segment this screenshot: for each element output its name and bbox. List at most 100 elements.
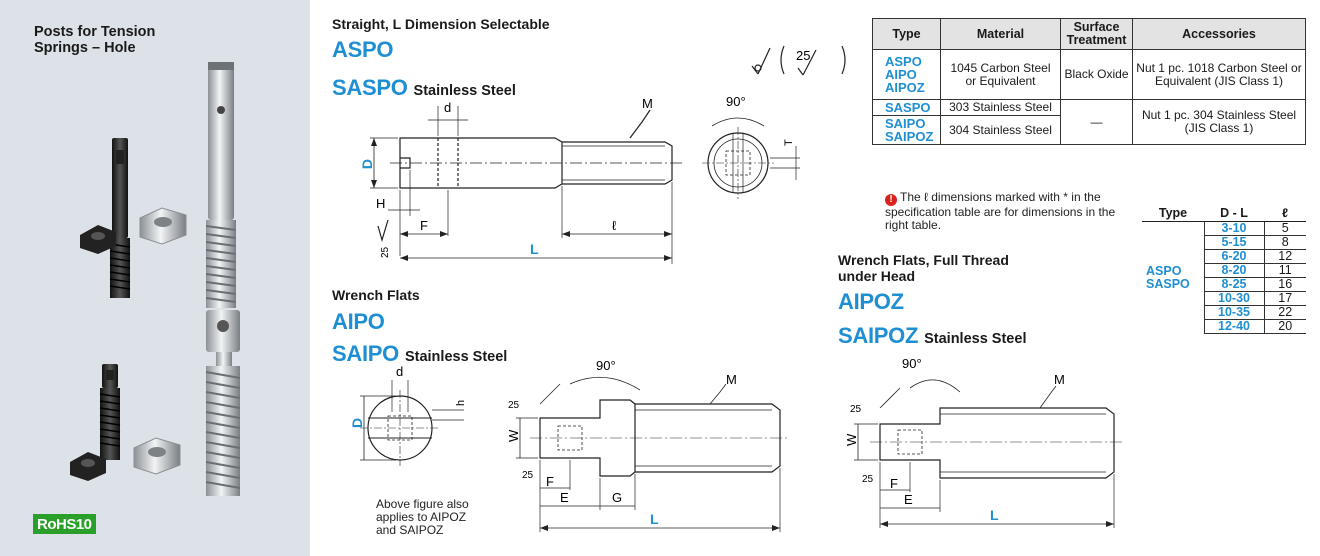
warning-text: The ℓ dimensions marked with * in the sp… [885,190,1116,232]
spec-type-304: SAIPO SAIPOZ [872,115,941,145]
lt-l: 16 [1264,277,1306,292]
dim-label-L3: L [990,507,999,523]
lt-row: 12-40 20 [1142,319,1306,334]
dim-label-E: E [560,490,569,505]
spec-material-304: 304 Stainless Steel [940,115,1061,145]
lt-dl: 8-25 [1203,277,1265,292]
roughness-label-2b: 25 [522,470,534,481]
lt-header-type: Type [1142,206,1204,222]
spec-type-303: SASPO [872,99,941,116]
dim-label-F: F [420,218,428,233]
section1-model2-name: SASPO [332,75,408,100]
dim-label-D2: D [349,418,365,428]
section3-model1: AIPOZ [838,289,904,314]
lt-dl: 10-30 [1203,291,1265,306]
lt-header-l: ℓ [1264,206,1306,222]
dim-label-M: M [642,96,653,111]
spec-material-carbon: 1045 Carbon Steel or Equivalent [940,49,1061,100]
drawing-aipo-side-view: 90° M W F E G L 25 25 [506,360,790,532]
rohs-badge: RoHS10 [33,514,96,534]
end-view-T: T [783,139,795,146]
spec-surface-stainless: — [1060,99,1133,145]
lt-row: 6-20 12 [1142,249,1306,264]
lt-row: 8-25 16 [1142,277,1306,292]
lt-l: 17 [1264,291,1306,306]
lt-dl: 3-10 [1203,221,1265,236]
section1-model1: ASPO [332,37,394,62]
spec-row-carbon: ASPO AIPO AIPOZ 1045 Carbon Steel or Equ… [872,49,1306,100]
lt-dl: 5-15 [1203,235,1265,250]
specification-table: Type Material Surface Treatment Accessor… [872,18,1306,145]
roughness-value: 25 [796,48,810,63]
type-aipoz: AIPOZ [885,80,925,95]
section3-model2: SAIPOZ Stainless Steel [838,324,1026,351]
lt-row: 5-15 8 [1142,235,1306,250]
dim-label-H: H [376,196,385,211]
section3-model2-name: SAIPOZ [838,323,919,348]
lt-l: 11 [1264,263,1306,278]
section2-model1: AIPO [332,309,385,334]
dim-label-angle3: 90° [902,356,922,371]
dim-label-E3: E [904,492,913,507]
warning-icon: ! [885,194,897,206]
section3-heading: Wrench Flats, Full Thread under Head [838,252,1009,284]
dim-label-M3: M [1054,372,1065,387]
dim-label-D: D [359,159,375,169]
type-aspo: ASPO [885,54,922,69]
dim-label-W3: W [844,433,859,446]
lt-header-dl: D - L [1204,206,1264,222]
dim-label-d: d [444,100,451,115]
lt-l: 22 [1264,305,1306,320]
dim-label-L: L [530,241,539,257]
dim-label-h: h [455,400,467,406]
roughness-label-3a: 25 [850,404,862,415]
lt-dl: 8-20 [1203,263,1265,278]
type-saipoz: SAIPOZ [885,129,934,144]
dim-label-W: W [506,429,521,442]
spec-row-304: SAIPO SAIPOZ 304 Stainless Steel [872,115,1306,145]
section1-model2-note: Stainless Steel [413,83,516,99]
drawing-aspo: d M D H F ℓ L 25 90° T [359,94,800,264]
lt-l: 12 [1264,249,1306,264]
lt-row: 10-30 17 [1142,291,1306,306]
spec-material-303: 303 Stainless Steel [940,99,1061,116]
product-title: Posts for Tension Springs – Hole [34,24,156,56]
dim-label-ell: ℓ [612,218,617,233]
lt-type-group: ASPO SASPO [1142,222,1204,334]
product-photo-panel: Posts for Tension Springs – Hole [0,0,310,556]
dim-label-F2: F [546,474,554,489]
section2-model2-name: SAIPO [332,341,399,366]
figure-note: Above figure also applies to AIPOZ and S… [376,497,469,537]
surface-roughness-symbol: 25 [751,45,846,76]
lt-dl: 12-40 [1203,319,1265,334]
type-saipo: SAIPO [885,116,926,131]
spec-accessories-stainless: Nut 1 pc. 304 Stainless Steel (JIS Class… [1132,99,1306,145]
roughness-label: 25 [380,246,391,258]
dim-label-F3: F [890,476,898,491]
lt-dl: 6-20 [1203,249,1265,264]
section2-heading: Wrench Flats [332,287,420,303]
roughness-label-3b: 25 [862,474,874,485]
warning-note: !The ℓ dimensions marked with * in the s… [885,191,1135,232]
l-dimension-table: Type D - L ℓ ASPO SASPO 3-10 5 5-15 8 6-… [1142,206,1306,334]
dim-label-L2: L [650,511,659,527]
lt-row: 8-20 11 [1142,263,1306,278]
spec-header-type: Type [872,18,941,50]
section3-model2-note: Stainless Steel [924,331,1027,347]
spec-type-carbon: ASPO AIPO AIPOZ [872,49,941,100]
lt-l: 8 [1264,235,1306,250]
dim-label-M2: M [726,372,737,387]
lt-type-aspo: ASPO [1146,263,1182,278]
drawing-aipo-end-view: d h D [349,364,467,466]
section1-heading: Straight, L Dimension Selectable [332,16,550,32]
spec-header-material: Material [940,18,1061,50]
lt-l: 20 [1264,319,1306,334]
spec-surface-carbon: Black Oxide [1060,49,1133,100]
lt-type-saspo: SASPO [1146,276,1190,291]
section1-model2: SASPO Stainless Steel [332,76,516,103]
dim-label-G: G [612,490,622,505]
spec-accessories-carbon: Nut 1 pc. 1018 Carbon Steel or Equivalen… [1132,49,1306,100]
spec-row-303: SASPO 303 Stainless Steel — Nut 1 pc. 30… [872,99,1306,145]
lt-l: 5 [1264,221,1306,236]
dim-label-d2: d [396,364,403,379]
